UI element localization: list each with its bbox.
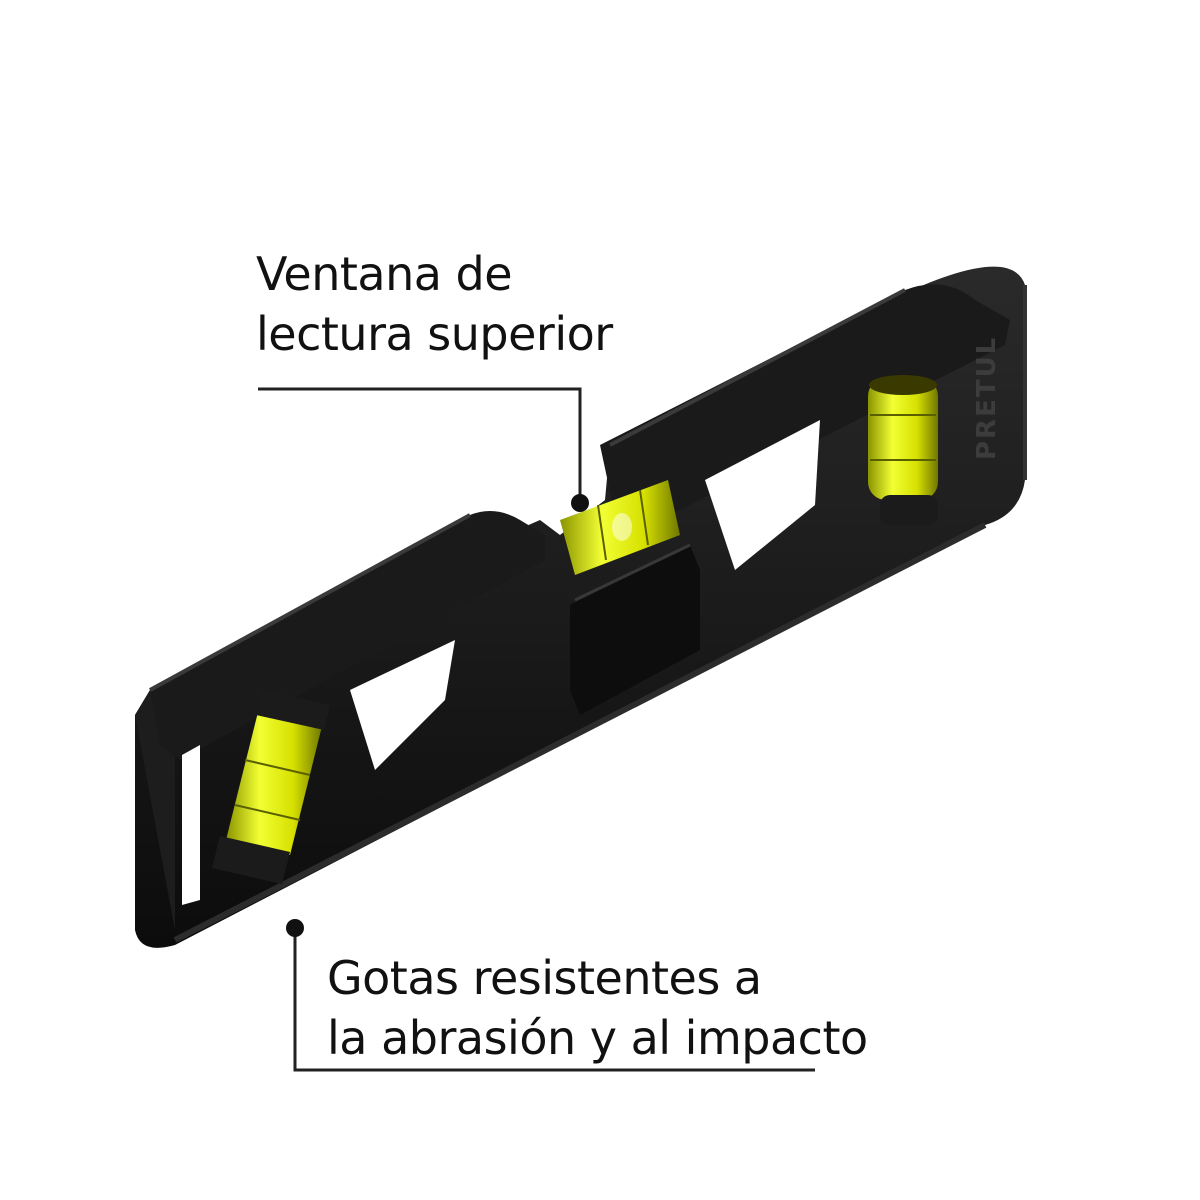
leader-dot-bottom: [286, 919, 304, 937]
level-body: [135, 266, 1027, 948]
callout-bottom-line-2: la abrasión y al impacto: [327, 1011, 868, 1065]
vial-right-vertical: [868, 375, 938, 525]
leader-lines: [258, 387, 815, 1072]
vial-top: [560, 480, 680, 575]
leader-line-top: [258, 387, 582, 498]
leader-dot-top: [571, 494, 589, 512]
callout-top-line-1: Ventana de: [256, 247, 513, 301]
brand-lettering: PRETUL: [972, 336, 1002, 460]
leader-line-bottom: [293, 935, 815, 1072]
callout-bottom-line-1: Gotas resistentes a: [327, 951, 762, 1005]
window-cutout-right: [705, 420, 820, 570]
window-cutout-end: [182, 745, 200, 905]
callout-bottom-impact-resistant: Gotas resistentes a la abrasión y al imp…: [327, 948, 868, 1068]
callout-top-line-2: lectura superior: [256, 307, 613, 361]
callout-top-reading-window: Ventana de lectura superior: [256, 244, 613, 364]
window-cutout-left: [350, 640, 455, 770]
vial-left-angled: [212, 690, 330, 884]
